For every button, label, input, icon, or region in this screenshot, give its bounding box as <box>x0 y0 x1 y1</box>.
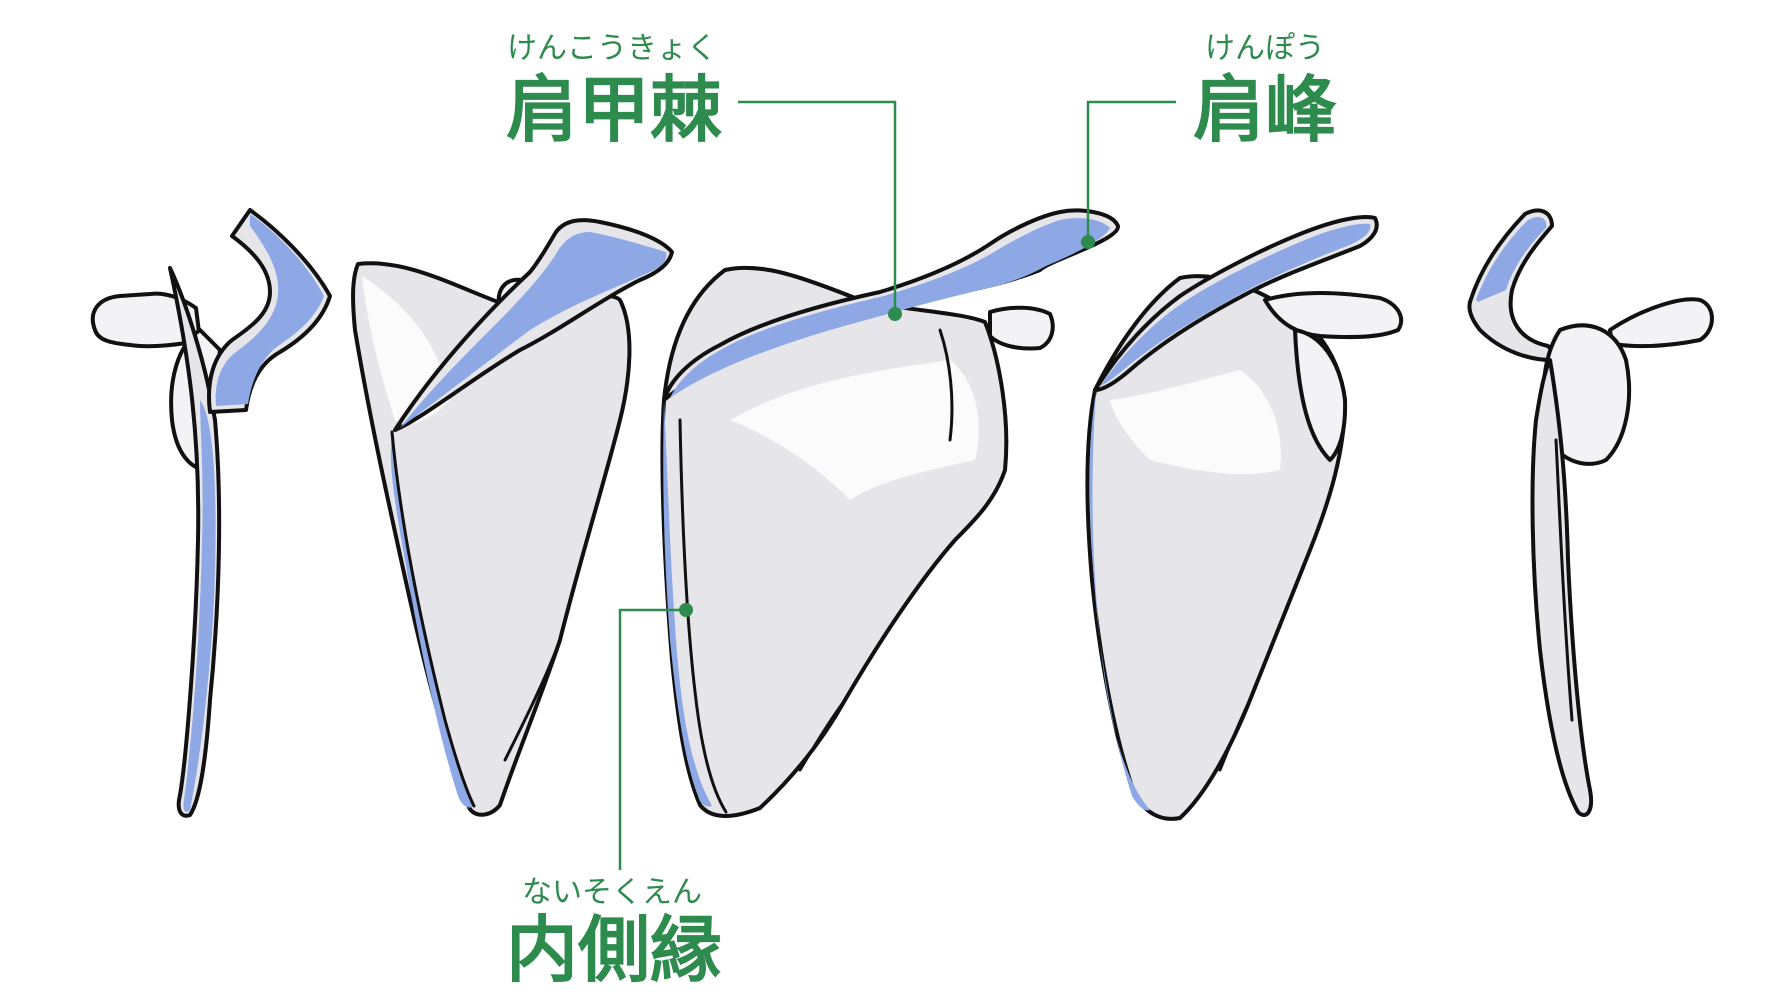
spine-leader-line <box>738 100 897 314</box>
scapula-view-posteromedial <box>1085 215 1404 821</box>
medial-border-term: 内側縁 <box>506 908 722 992</box>
spine-term: 肩甲棘 <box>506 68 722 152</box>
medial-border-marker-dot <box>679 603 693 617</box>
acromion-leader-line <box>1086 100 1176 242</box>
acromion-term: 肩峰 <box>1193 68 1337 152</box>
label-acromion: けんぽう 肩峰 <box>1081 31 1337 249</box>
label-medial-border: ないそくえん 内側縁 <box>506 603 722 992</box>
scapula-view-lateral-left <box>90 208 332 818</box>
spine-ruby: けんこうきょく <box>507 31 717 66</box>
scapula-view-posterolateral <box>351 218 674 817</box>
scapula-view-lateral-right <box>1467 208 1714 817</box>
scapula-view-posterior <box>660 208 1120 818</box>
acromion-marker-dot <box>1081 235 1095 249</box>
acromion-ruby: けんぽう <box>1205 31 1325 66</box>
medial-border-leader-line <box>618 608 686 870</box>
medial-border-ruby: ないそくえん <box>522 875 702 910</box>
label-spine: けんこうきょく 肩甲棘 <box>506 31 902 321</box>
spine-marker-dot <box>888 307 902 321</box>
